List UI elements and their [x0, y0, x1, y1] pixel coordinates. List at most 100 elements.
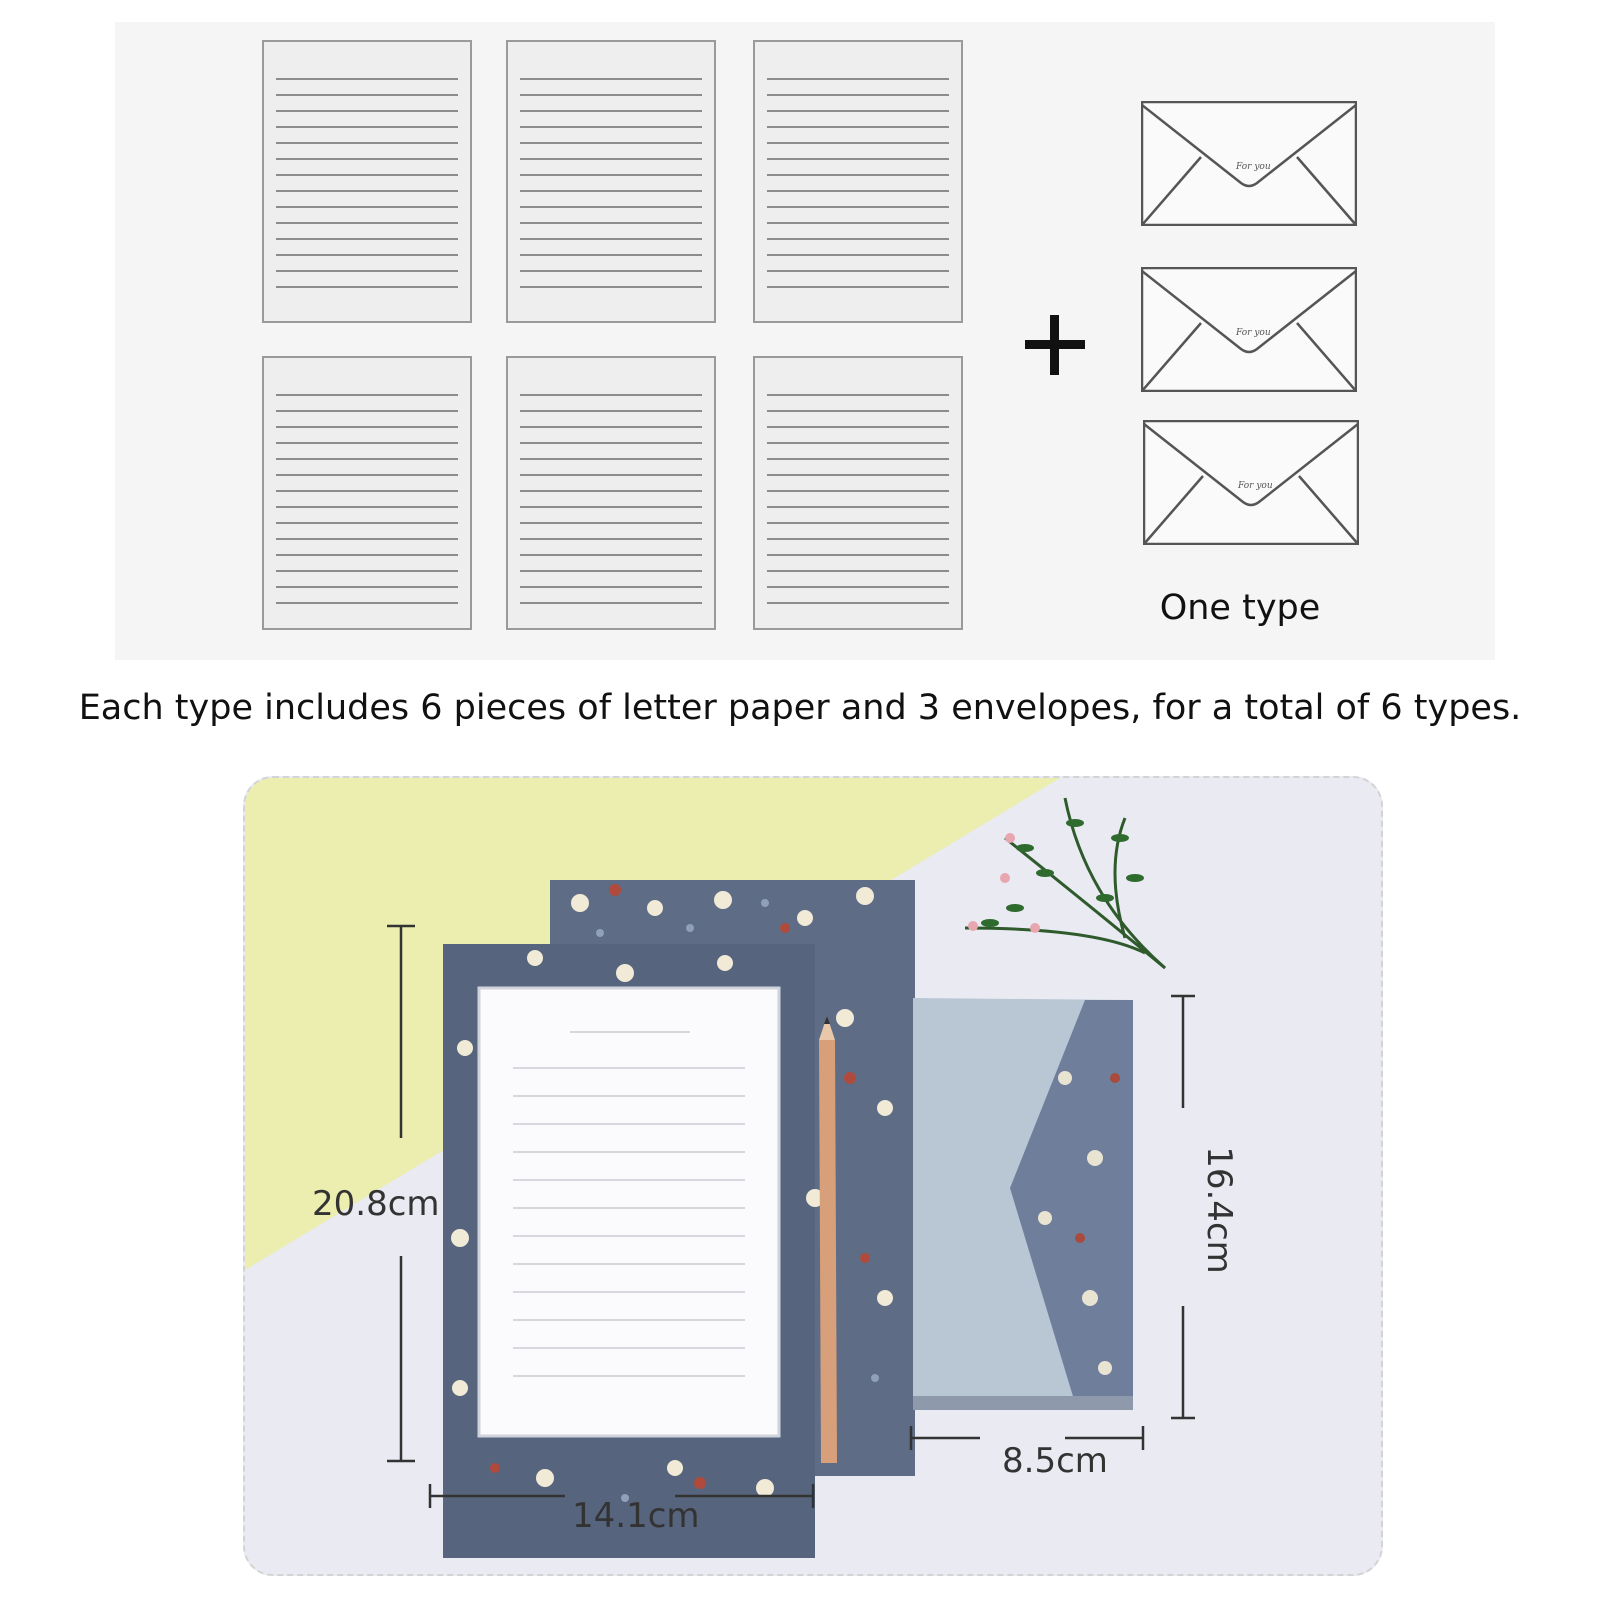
ruled-line — [276, 474, 458, 476]
letter-sheet — [506, 356, 716, 630]
ruled-line — [767, 474, 949, 476]
ruled-line — [520, 158, 702, 160]
envelope-script: For you — [1237, 481, 1273, 491]
ruled-line — [520, 554, 702, 556]
ruled-line — [520, 78, 702, 80]
ruled-line — [520, 254, 702, 256]
ruled-line — [520, 522, 702, 524]
ruled-line — [520, 286, 702, 288]
paper-height-label: 20.8cm — [312, 1184, 440, 1224]
ruled-line — [520, 110, 702, 112]
ruled-line — [276, 110, 458, 112]
letter-sheet — [753, 356, 963, 630]
ruled-line — [767, 522, 949, 524]
ruled-line — [767, 126, 949, 128]
ruled-line — [276, 426, 458, 428]
ruled-line — [767, 554, 949, 556]
ruled-line — [767, 142, 949, 144]
ruled-line — [520, 394, 702, 396]
ruled-line — [767, 490, 949, 492]
ruled-line — [520, 174, 702, 176]
ruled-line — [520, 190, 702, 192]
ruled-line — [520, 570, 702, 572]
ruled-line — [520, 458, 702, 460]
envelope-height-label: 16.4cm — [1198, 1146, 1239, 1274]
ruled-line — [767, 286, 949, 288]
ruled-line — [767, 602, 949, 604]
ruled-line — [276, 142, 458, 144]
ruled-line — [276, 586, 458, 588]
ruled-line — [767, 586, 949, 588]
envelope-script: For you — [1235, 162, 1271, 172]
envelope-script: For you — [1235, 328, 1271, 338]
ruled-line — [520, 94, 702, 96]
ruled-line — [767, 190, 949, 192]
ruled-line — [276, 222, 458, 224]
ruled-line — [276, 94, 458, 96]
ruled-lines — [520, 394, 702, 618]
ruled-line — [767, 270, 949, 272]
ruled-line — [276, 206, 458, 208]
ruled-line — [520, 602, 702, 604]
ruled-line — [767, 410, 949, 412]
letter-sheet — [262, 356, 472, 630]
ruled-line — [767, 426, 949, 428]
ruled-line — [276, 410, 458, 412]
ruled-line — [767, 238, 949, 240]
ruled-line — [520, 538, 702, 540]
product-photo — [243, 776, 1383, 1576]
ruled-lines — [520, 78, 702, 302]
ruled-line — [276, 254, 458, 256]
ruled-line — [276, 126, 458, 128]
plus-icon — [1025, 315, 1085, 375]
ruled-lines — [767, 78, 949, 302]
ruled-line — [767, 538, 949, 540]
ruled-line — [276, 538, 458, 540]
ruled-line — [520, 410, 702, 412]
ruled-line — [767, 158, 949, 160]
envelope-outline: For you — [1141, 101, 1357, 226]
ruled-line — [276, 602, 458, 604]
ruled-line — [276, 570, 458, 572]
ruled-line — [276, 190, 458, 192]
ruled-line — [520, 126, 702, 128]
ruled-line — [767, 458, 949, 460]
ruled-lines — [767, 394, 949, 618]
ruled-line — [520, 426, 702, 428]
ruled-line — [520, 238, 702, 240]
ruled-line — [520, 222, 702, 224]
ruled-line — [276, 522, 458, 524]
ruled-line — [276, 506, 458, 508]
ruled-line — [276, 238, 458, 240]
ruled-line — [767, 570, 949, 572]
ruled-line — [767, 506, 949, 508]
ruled-lines — [276, 78, 458, 302]
ruled-line — [276, 270, 458, 272]
ruled-line — [767, 206, 949, 208]
ruled-line — [276, 554, 458, 556]
ruled-line — [520, 206, 702, 208]
letter-sheet — [262, 40, 472, 323]
ruled-line — [767, 78, 949, 80]
ruled-line — [520, 474, 702, 476]
envelope-outline: For you — [1143, 420, 1359, 545]
ruled-line — [767, 174, 949, 176]
ruled-line — [767, 222, 949, 224]
ruled-lines — [276, 394, 458, 618]
ruled-line — [767, 254, 949, 256]
paper-width-label: 14.1cm — [572, 1496, 700, 1536]
ruled-line — [520, 142, 702, 144]
ruled-line — [276, 458, 458, 460]
envelope-width-label: 8.5cm — [1002, 1441, 1108, 1481]
ruled-line — [767, 442, 949, 444]
ruled-line — [276, 78, 458, 80]
ruled-line — [276, 490, 458, 492]
ruled-line — [276, 158, 458, 160]
envelope-outline: For you — [1141, 267, 1357, 392]
letter-sheet — [753, 40, 963, 323]
ruled-line — [767, 394, 949, 396]
ruled-line — [276, 394, 458, 396]
product-caption: Each type includes 6 pieces of letter pa… — [78, 688, 1522, 728]
ruled-line — [276, 286, 458, 288]
ruled-line — [767, 110, 949, 112]
